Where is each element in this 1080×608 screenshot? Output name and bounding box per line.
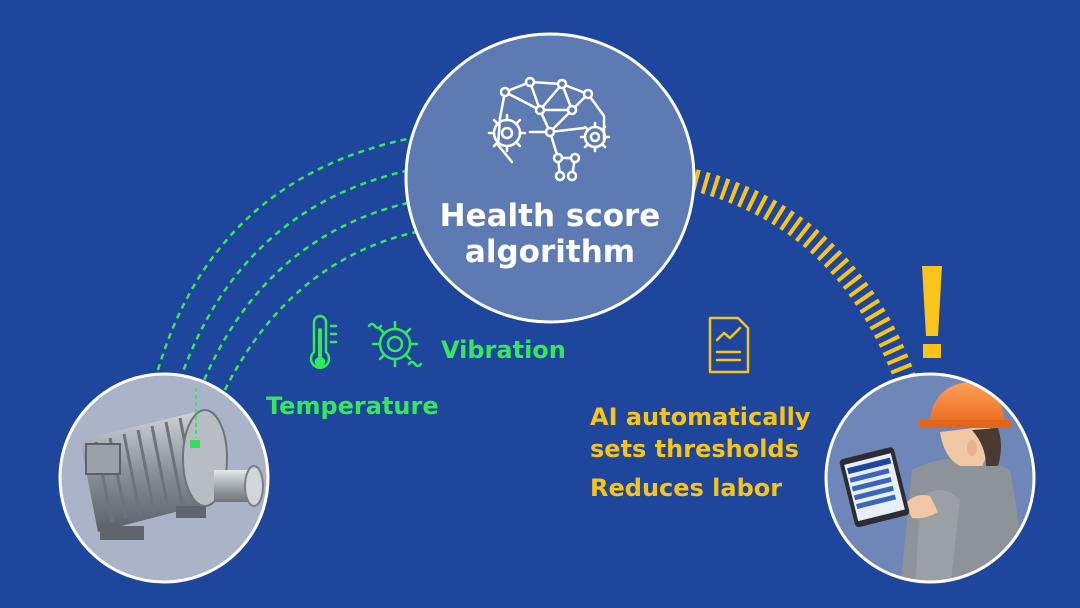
sensor-signal-arcs [156, 136, 417, 401]
gear-vibration-icon [367, 320, 423, 368]
signal-arc [156, 136, 413, 371]
health-score-node [404, 32, 696, 324]
signal-arc [178, 168, 411, 381]
title-line1: Health score [439, 198, 661, 234]
benefits-text: AI automatically sets thresholds Reduces… [590, 401, 811, 504]
thermometer-icon [309, 314, 338, 369]
vibration-label: Vibration [441, 336, 566, 364]
worker-image [824, 372, 1036, 584]
benefit-line2: sets thresholds [590, 435, 799, 463]
brain-network-gears-icon [487, 76, 611, 182]
exclamation-icon [922, 266, 942, 358]
signal-arc [218, 230, 417, 401]
document-chart-icon [708, 316, 750, 374]
title-line2: algorithm [464, 234, 636, 270]
benefit-line1: AI automatically [590, 403, 811, 431]
health-score-title: Health score algorithm [430, 198, 670, 270]
benefit-line3: Reduces labor [590, 474, 783, 502]
worker-link-arc [691, 169, 916, 382]
temperature-label: Temperature [266, 392, 439, 420]
motor-image [58, 372, 270, 584]
signal-arc [198, 200, 413, 391]
